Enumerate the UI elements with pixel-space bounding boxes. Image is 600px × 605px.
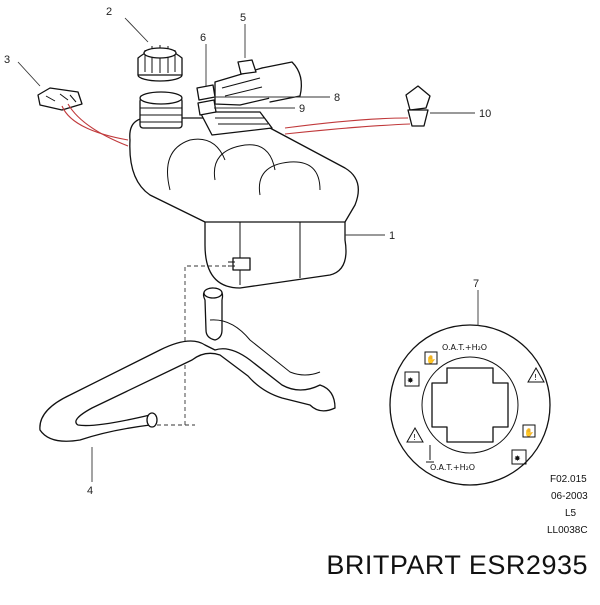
hand-icon: ✋ <box>522 424 536 438</box>
filler-cap-part <box>137 45 183 82</box>
drawing-meta: F02.015 06-2003 L5 LL0038C <box>547 474 588 536</box>
vent-hose-part <box>214 59 303 106</box>
cap-ring-text-top: O.A.T.+H₂O <box>442 343 487 352</box>
level-sensor-part <box>284 85 431 135</box>
drawing-rev: L5 <box>565 508 577 519</box>
drawing-date: 06-2003 <box>551 491 588 502</box>
callout-3: 3 <box>4 54 10 66</box>
expansion-tank-part <box>129 91 359 289</box>
callout-5: 5 <box>240 12 246 24</box>
warning-triangle-icon: ! <box>406 426 424 443</box>
cap-label-part: O.A.T.+H₂O O.A.T.+H₂O ! ! ✸ ✋ ✸ ✋ <box>389 324 551 486</box>
warning-triangle-icon: ! <box>527 366 545 383</box>
sensor-clip-part <box>37 87 129 147</box>
hand-icon: ✋ <box>424 351 438 365</box>
drawing-code: F02.015 <box>550 474 587 485</box>
svg-text:!: ! <box>534 373 537 382</box>
fan-icon: ✸ <box>511 449 527 465</box>
svg-text:✸: ✸ <box>514 454 521 463</box>
coolant-hose-part <box>39 287 336 442</box>
callout-10: 10 <box>479 108 491 120</box>
leader-lines <box>17 17 479 482</box>
thermometer-icon <box>426 445 434 463</box>
hose-connector-part <box>196 84 217 116</box>
callout-6: 6 <box>200 32 206 44</box>
svg-text:✋: ✋ <box>426 354 436 364</box>
brand-part-number: BRITPART ESR2935 <box>326 550 588 580</box>
cap-ring-text-bottom: O.A.T.+H₂O <box>430 463 475 472</box>
callout-4: 4 <box>87 485 93 497</box>
callout-8: 8 <box>334 92 340 104</box>
callout-7: 7 <box>473 278 479 290</box>
callout-numbers: 1 2 3 4 5 6 7 8 9 10 <box>4 6 491 497</box>
callout-9: 9 <box>299 103 305 115</box>
svg-text:✋: ✋ <box>524 427 534 437</box>
drawing-ref: LL0038C <box>547 525 588 536</box>
callout-1: 1 <box>389 230 395 242</box>
svg-text:✸: ✸ <box>407 376 414 385</box>
svg-text:!: ! <box>413 433 416 442</box>
callout-2: 2 <box>106 6 112 18</box>
fan-icon: ✸ <box>404 371 420 387</box>
